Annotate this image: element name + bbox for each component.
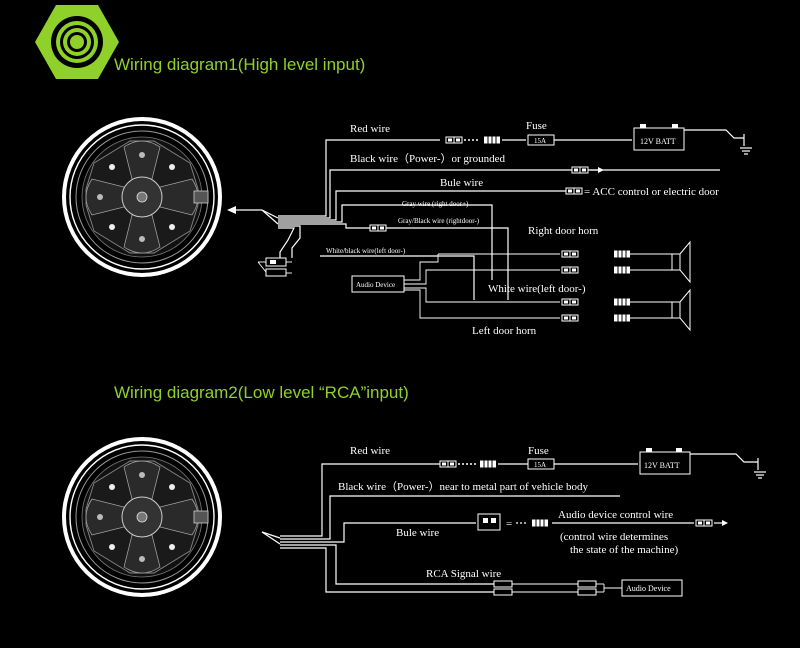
acc-control-label: = ACC control or electric door: [584, 186, 719, 198]
audio-device-box-1: Audio Device: [351, 275, 405, 293]
control-note-2: the state of the machine): [570, 544, 678, 556]
diagram1-title: Wiring diagram1(High level input): [114, 55, 365, 74]
equals-sign: =: [506, 518, 512, 530]
black-wire-label-1: Black wire（Power-）or grounded: [350, 152, 505, 165]
white-black-wire-label: White/black wire(left door-): [326, 247, 406, 255]
diagram2-title: Wiring diagram2(Low level “RCA”input): [114, 383, 409, 402]
black-wire-label-2: Black wire（Power-）near to metal part of …: [338, 480, 588, 493]
audio-device-label-1: Audio Device: [356, 281, 395, 289]
battery-label-1: 12V BATT: [640, 137, 676, 146]
audio-device-label-2: Audio Device: [626, 584, 671, 593]
horn-right-icon: [671, 240, 691, 284]
white-wire-label: White wire(left door-): [488, 283, 586, 295]
horn-left-icon: [671, 288, 691, 332]
ground-icon-1: [740, 134, 752, 155]
red-wire-label-1: Red wire: [350, 123, 390, 135]
fuse-label-2: Fuse: [528, 445, 549, 457]
battery-icon-1: 12V BATT: [633, 124, 685, 151]
audio-device-box-2: Audio Device: [621, 579, 683, 597]
direction-arrow-icon: [227, 206, 262, 214]
rca-wire-label: RCA Signal wire: [426, 568, 501, 580]
fuse-icon-2: 15A: [527, 458, 555, 470]
battery-label-2: 12V BATT: [644, 461, 680, 470]
hex-logo-icon: [35, 5, 119, 79]
fuse-icon-1: 15A: [527, 134, 555, 146]
rca-connector-icon: [493, 580, 622, 596]
control-connector-icon: [477, 513, 501, 531]
subwoofer-speaker-1-icon: [61, 116, 223, 278]
red-wire-label-2: Red wire: [350, 445, 390, 457]
gray-black-wire-label: Gray/Black wire (rightdoor-): [398, 217, 480, 225]
gray-wire-label: Gray wire (right door+): [402, 200, 469, 208]
fuse-rating-1: 15A: [534, 137, 546, 145]
wiring-harness-2: [261, 463, 620, 593]
left-door-horn-label: Left door horn: [472, 325, 537, 337]
blue-wire-label-1: Bule wire: [440, 177, 483, 189]
ground-icon-2: [754, 458, 766, 479]
control-note-1: (control wire determines: [560, 531, 668, 543]
fuse-label-1: Fuse: [526, 120, 547, 132]
subwoofer-speaker-2-icon: [61, 436, 223, 598]
right-door-horn-label: Right door horn: [528, 225, 599, 237]
fuse-rating-2: 15A: [534, 461, 546, 469]
wiring-harness-1: [257, 139, 720, 280]
control-wire-label: Audio device control wire: [558, 509, 673, 521]
blue-wire-label-2: Bule wire: [396, 527, 439, 539]
battery-icon-2: 12V BATT: [639, 448, 691, 475]
